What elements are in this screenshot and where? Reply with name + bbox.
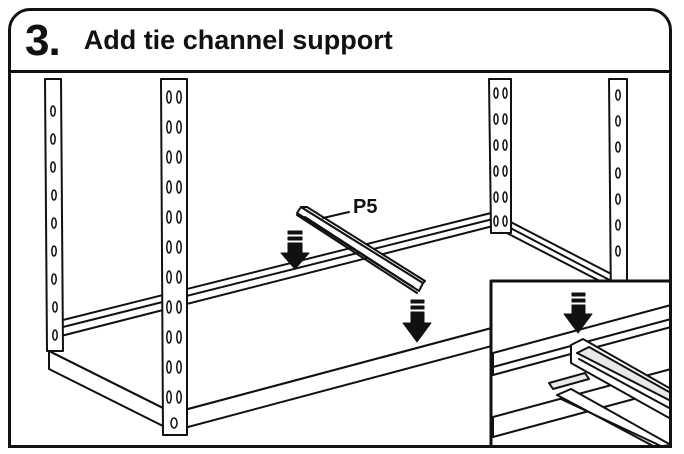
step-header: 3. Add tie channel support (11, 11, 669, 73)
down-arrow-icon (280, 230, 310, 270)
down-arrow-icon (563, 292, 593, 334)
shelving-assembly-illustration (44, 78, 669, 445)
post-back-right (488, 78, 512, 234)
back-beam (50, 212, 498, 338)
tie-channel-support (296, 206, 426, 294)
part-label-p5: P5 (353, 196, 378, 218)
step-title: Add tie channel support (83, 25, 393, 55)
post-front-left (160, 78, 188, 436)
instruction-panel: 3. Add tie channel support (8, 8, 672, 448)
part-label-leader (322, 211, 350, 219)
step-number: 3. (25, 15, 61, 65)
post-front-right (608, 78, 628, 310)
detail-inset (489, 279, 669, 445)
post-back-left (44, 78, 64, 352)
down-arrow-icon (402, 299, 432, 343)
